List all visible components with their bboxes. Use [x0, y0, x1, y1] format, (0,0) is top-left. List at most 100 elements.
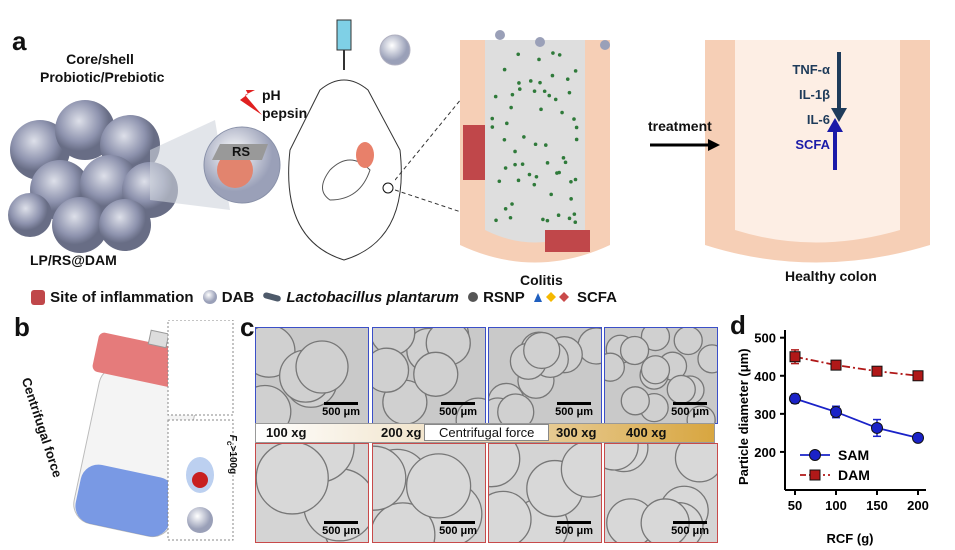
panel-label-b: b: [14, 312, 30, 342]
rsnp-dot: [550, 73, 555, 78]
rsnp-dot: [545, 218, 550, 223]
droplet: [523, 331, 561, 370]
data-point-dam: [830, 359, 842, 371]
rsnp-dot: [502, 67, 507, 72]
rcf-label: 100 xg: [266, 425, 307, 440]
lightning-icon: [240, 90, 262, 115]
droplet: [497, 393, 535, 423]
rsnp-dot: [503, 166, 508, 170]
rsnp-dot: [534, 174, 539, 179]
droplet: [666, 374, 696, 405]
legend-item: Lactobacillus plantarum: [262, 289, 459, 306]
panel-label-c: c: [240, 312, 255, 342]
rsnp-dot: [569, 197, 573, 201]
scale-bar-label: 500 μm: [322, 521, 360, 537]
rsnp-dot: [494, 218, 498, 223]
rsnp-dot: [572, 212, 577, 216]
colitis-label: Colitis: [520, 272, 563, 288]
inflamed-cells: [463, 125, 485, 180]
colon-crypts-illustration: [395, 30, 930, 263]
data-point-sam: [912, 431, 924, 444]
rsnp-dot: [502, 138, 507, 142]
droplet: [373, 347, 410, 393]
droplet: [256, 444, 329, 515]
rsnp-dot: [567, 216, 572, 221]
scale-bar-label: 500 μm: [322, 402, 360, 418]
rsnp-dot: [573, 69, 578, 73]
centrifugal-force-text: Centrifugal force: [424, 424, 550, 441]
rsnp-dot: [557, 53, 562, 57]
rsnp-dot: [573, 177, 578, 182]
pepsin-label: pepsin: [262, 105, 308, 121]
rsnp-dot: [556, 213, 561, 218]
cytokine-il6: IL-6: [806, 112, 830, 127]
legend-item: DAB: [202, 289, 254, 306]
rs-label: RS: [232, 144, 250, 159]
particle-label: LP/RS@DAM: [30, 252, 117, 268]
rsnp-dot: [560, 110, 564, 115]
rsnp-dot-icon: [467, 292, 478, 302]
particle-cluster-illustration: RS: [8, 90, 281, 253]
rsnp-dot: [528, 79, 533, 83]
title-line-2: Probiotic/Prebiotic: [40, 69, 165, 85]
rsnp-dot: [509, 105, 513, 110]
rsnp-dot: [520, 162, 525, 166]
rsnp-dot: [553, 97, 558, 102]
rsnp-dot: [549, 192, 553, 197]
rsnp-dot: [561, 156, 566, 160]
data-point-dam: [912, 370, 924, 382]
rsnp-dot: [565, 77, 570, 81]
rsnp-dot: [522, 135, 526, 139]
panel-label-a: a: [12, 26, 27, 56]
y-tick-label: 500: [754, 331, 776, 346]
droplet: [489, 490, 532, 542]
ph-label: pH: [262, 87, 281, 103]
legend-label: DAM: [838, 467, 870, 483]
rsnp-dot: [508, 215, 513, 220]
rsnp-dot: [574, 137, 579, 142]
rsnp-dot: [547, 93, 552, 98]
legend: Site of inflammation DAB Lactobacillus p…: [30, 288, 617, 306]
droplet: [640, 328, 671, 352]
treatment-arrow-icon: [650, 139, 720, 151]
droplet: [413, 351, 459, 397]
legend-marker: [809, 449, 821, 461]
rsnp-dot: [527, 172, 532, 177]
cytokine-list: TNF-α IL-1β IL-6 SCFA: [775, 57, 830, 157]
rsnp-dot: [574, 125, 579, 130]
rsnp-dot: [533, 142, 538, 147]
droplet: [560, 444, 601, 498]
inflammation-site-icon: [31, 290, 45, 305]
rsnp-dot: [490, 125, 495, 129]
healthy-colon-label: Healthy colon: [785, 268, 877, 284]
rsnp-dot: [516, 52, 521, 57]
title-line-1: Core/shell: [66, 51, 134, 67]
y-axis-label: Particle diameter (μm): [736, 348, 751, 485]
y-tick-label: 300: [754, 407, 776, 422]
droplet: [489, 444, 521, 488]
cytokine-tnf: TNF-α: [792, 62, 830, 77]
panel-label-d: d: [730, 310, 746, 340]
rsnp-dot: [510, 202, 514, 206]
rsnp-dot: [538, 80, 542, 85]
data-point-sam: [789, 392, 801, 405]
scale-bar-label: 500 μm: [439, 521, 477, 537]
scale-bar-label: 500 μm: [671, 521, 709, 537]
sam-micrograph: 500 μm: [604, 327, 718, 424]
rsnp-dot: [505, 121, 509, 126]
centrifugal-force-arrow: 100 xg 200 xg Centrifugal force 300 xg 4…: [255, 423, 715, 443]
rsnp-dot: [557, 170, 561, 175]
rsnp-dot: [543, 143, 548, 147]
legend-item: SCFA: [533, 289, 617, 306]
droplet: [673, 328, 703, 356]
series-line-dam: [794, 355, 919, 377]
rsnp-dot: [516, 178, 521, 183]
x-tick-label: 150: [866, 498, 888, 513]
x-axis-label: RCF (g): [827, 531, 874, 546]
cytokine-il1b: IL-1β: [798, 87, 830, 102]
scale-bar-label: 500 μm: [555, 402, 593, 418]
dam-micrograph: 500 μm: [372, 443, 486, 543]
data-point-dam: [871, 365, 883, 377]
droplet: [605, 352, 625, 382]
